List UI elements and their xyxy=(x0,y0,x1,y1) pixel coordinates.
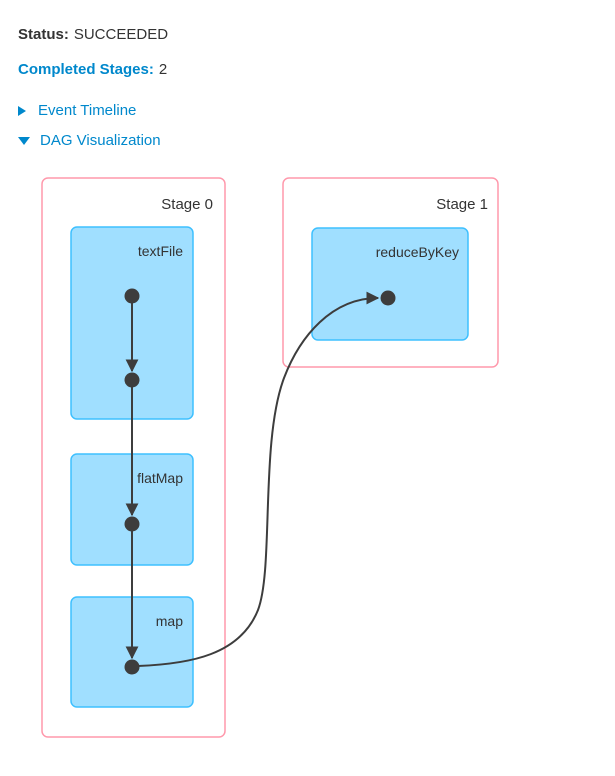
rdd-dot-map[interactable] xyxy=(124,659,140,675)
completed-stages-line: Completed Stages:2 xyxy=(18,61,167,78)
stage-0-cluster[interactable]: Stage 0 textFile flatMap map xyxy=(41,177,226,738)
dag-visualization-toggle[interactable]: DAG Visualization xyxy=(18,132,161,149)
edge-map-reducebykey xyxy=(137,291,380,667)
rdd-dot-textfile-0[interactable] xyxy=(124,288,140,304)
node-reducebykey: reduceByKey xyxy=(311,227,469,341)
dag-visualization-label: DAG Visualization xyxy=(40,132,161,149)
map-label: map xyxy=(156,613,183,629)
stage-0-label: Stage 0 xyxy=(161,196,213,213)
status-value: SUCCEEDED xyxy=(73,26,169,43)
rdd-dot-flatmap[interactable] xyxy=(124,516,140,532)
chevron-right-icon xyxy=(18,105,26,116)
stage-1-cluster[interactable]: Stage 1 reduceByKey xyxy=(282,177,499,368)
reducebykey-label: reduceByKey xyxy=(376,244,459,260)
stage-1-label: Stage 1 xyxy=(436,196,488,213)
event-timeline-label: Event Timeline xyxy=(38,102,137,119)
event-timeline-toggle[interactable]: Event Timeline xyxy=(18,102,136,119)
status-line: Status:SUCCEEDED xyxy=(18,26,168,43)
chevron-down-icon xyxy=(18,136,30,145)
textfile-label: textFile xyxy=(138,243,183,259)
completed-stages-link[interactable]: Completed Stages: xyxy=(18,61,154,78)
completed-stages-value: 2 xyxy=(158,61,168,78)
rdd-dot-reducebykey[interactable] xyxy=(380,290,396,306)
reducebykey-box xyxy=(311,227,469,341)
rdd-dot-textfile-1[interactable] xyxy=(124,372,140,388)
flatmap-label: flatMap xyxy=(137,470,183,486)
status-label: Status: xyxy=(18,26,69,43)
